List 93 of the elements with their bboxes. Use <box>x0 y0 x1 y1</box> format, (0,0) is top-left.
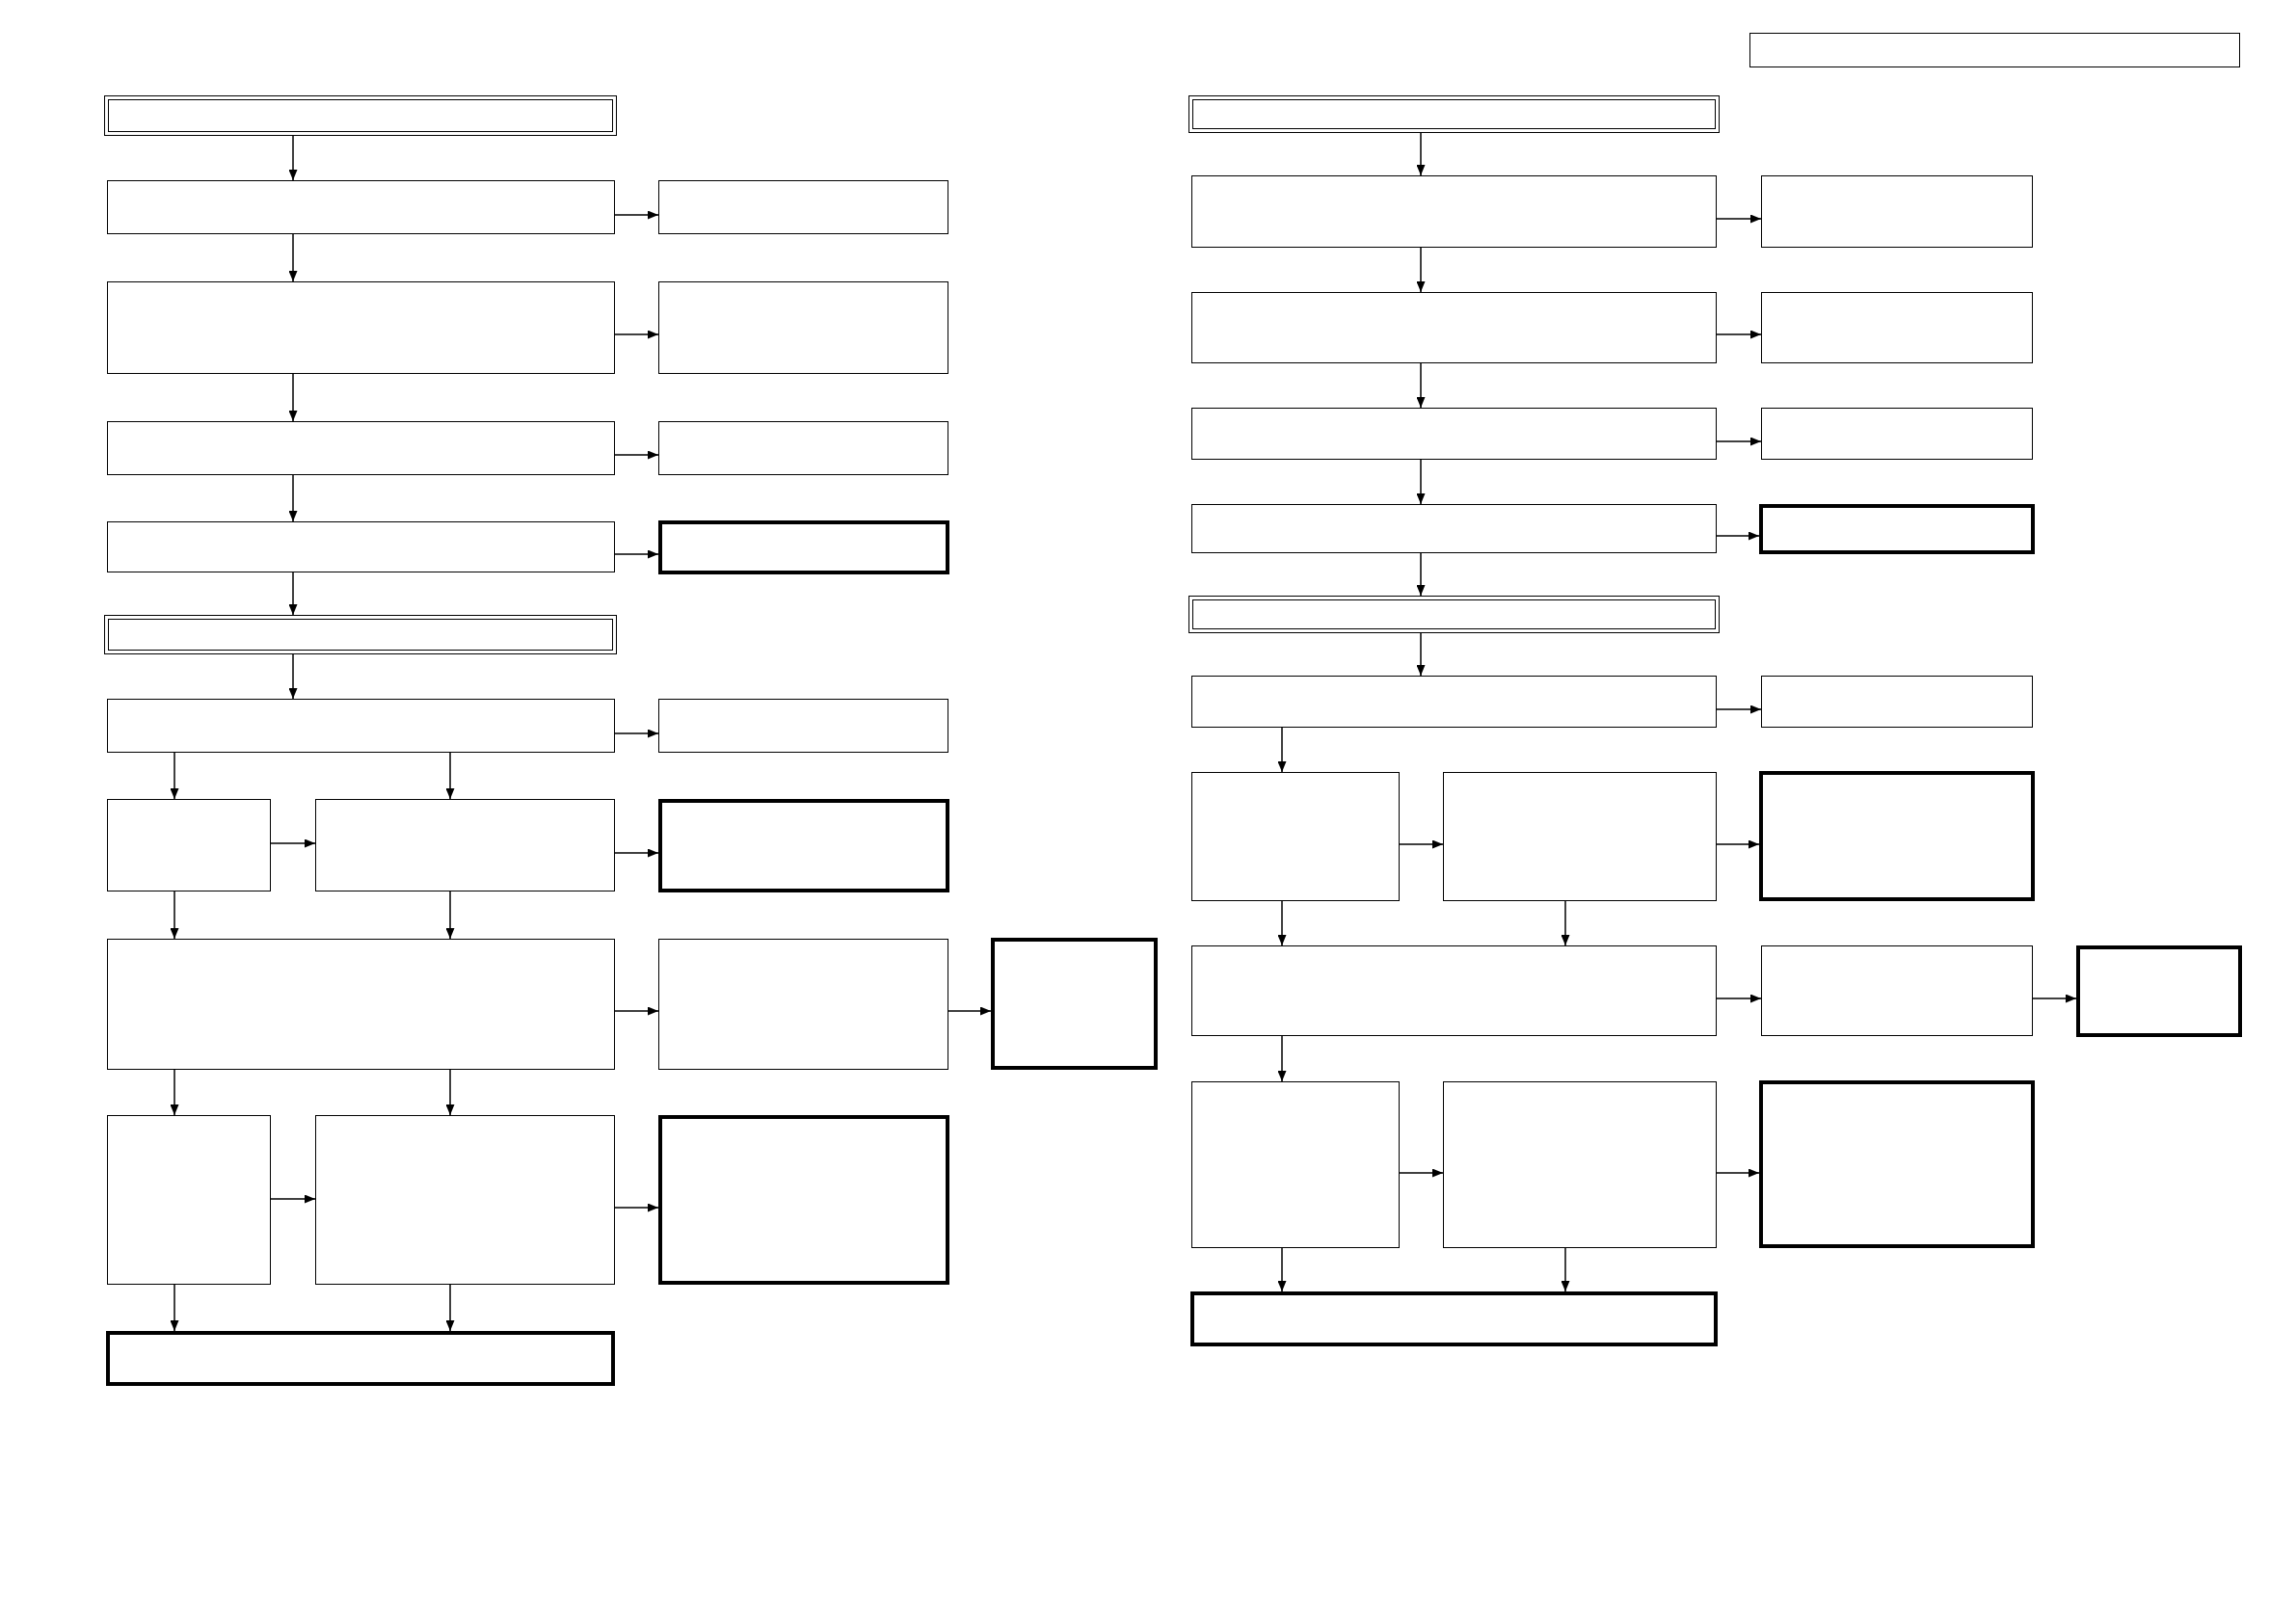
arrow <box>614 1203 659 1212</box>
arrow <box>1277 900 1287 946</box>
double-outlined-box <box>104 615 617 654</box>
process-box <box>1749 33 2240 67</box>
arrow <box>1416 247 1426 293</box>
process-box <box>1191 772 1400 901</box>
arrow <box>445 1284 455 1332</box>
bold-outlined-box <box>1759 504 2035 554</box>
arrow <box>1716 839 1760 849</box>
arrow <box>614 848 659 858</box>
process-box <box>1191 945 1717 1036</box>
process-box <box>1191 504 1717 553</box>
process-box <box>107 180 615 234</box>
bold-outlined-box <box>1759 1080 2035 1248</box>
arrow <box>948 1006 992 1016</box>
process-box <box>107 521 615 572</box>
bold-outlined-box <box>106 1331 615 1386</box>
arrow <box>1561 1247 1570 1292</box>
process-box <box>107 799 271 891</box>
process-box <box>658 699 948 753</box>
bold-outlined-box <box>658 1115 949 1285</box>
process-box <box>1191 676 1717 728</box>
process-box <box>1191 408 1717 460</box>
arrow <box>1716 330 1762 339</box>
arrow <box>614 549 659 559</box>
arrow <box>1277 727 1287 773</box>
arrow <box>1416 459 1426 505</box>
arrow <box>445 752 455 800</box>
arrow <box>1416 632 1426 677</box>
arrow <box>288 474 298 522</box>
process-box <box>1191 175 1717 248</box>
process-box <box>107 1115 271 1285</box>
process-box <box>1191 1081 1400 1248</box>
bold-outlined-box <box>658 520 949 574</box>
arrow <box>170 1284 179 1332</box>
process-box <box>1761 408 2033 460</box>
arrow <box>270 838 316 848</box>
arrow <box>1561 900 1570 946</box>
arrow <box>614 1006 659 1016</box>
arrow <box>614 330 659 339</box>
process-box <box>658 281 948 374</box>
arrow <box>1716 437 1762 446</box>
bold-outlined-box <box>991 938 1158 1070</box>
arrow <box>170 752 179 800</box>
process-box <box>315 1115 615 1285</box>
double-outlined-box <box>1188 596 1720 633</box>
arrow <box>1716 531 1760 541</box>
process-box <box>1443 1081 1717 1248</box>
double-outlined-box <box>104 95 617 136</box>
arrow <box>1716 994 1762 1003</box>
arrow <box>288 135 298 181</box>
arrow <box>1399 1168 1444 1178</box>
arrow <box>270 1194 316 1204</box>
process-box <box>658 421 948 475</box>
process-box <box>658 939 948 1070</box>
arrow <box>1416 552 1426 597</box>
arrow <box>288 373 298 422</box>
process-box <box>315 799 615 891</box>
bold-outlined-box <box>1190 1291 1718 1346</box>
arrow <box>1416 362 1426 409</box>
arrow <box>288 653 298 700</box>
process-box <box>107 939 615 1070</box>
arrow <box>288 233 298 282</box>
arrow <box>614 210 659 220</box>
process-box <box>107 421 615 475</box>
arrow <box>445 891 455 940</box>
bold-outlined-box <box>658 799 949 892</box>
process-box <box>1443 772 1717 901</box>
arrow <box>288 572 298 616</box>
arrow <box>1277 1247 1287 1292</box>
arrow <box>614 450 659 460</box>
bold-outlined-box <box>2076 945 2242 1037</box>
arrow <box>614 729 659 738</box>
process-box <box>1761 676 2033 728</box>
process-box <box>1761 945 2033 1036</box>
process-box <box>1761 175 2033 248</box>
process-box <box>1761 292 2033 363</box>
arrow <box>170 1069 179 1116</box>
arrow <box>1277 1035 1287 1082</box>
double-outlined-box <box>1188 95 1720 133</box>
process-box <box>1191 292 1717 363</box>
arrow <box>1399 839 1444 849</box>
arrow <box>1716 705 1762 714</box>
arrow <box>1716 1168 1760 1178</box>
arrow <box>1416 132 1426 176</box>
arrow <box>445 1069 455 1116</box>
arrow <box>1716 214 1762 224</box>
process-box <box>107 699 615 753</box>
bold-outlined-box <box>1759 771 2035 901</box>
arrow <box>2032 994 2077 1003</box>
process-box <box>658 180 948 234</box>
process-box <box>107 281 615 374</box>
arrow <box>170 891 179 940</box>
